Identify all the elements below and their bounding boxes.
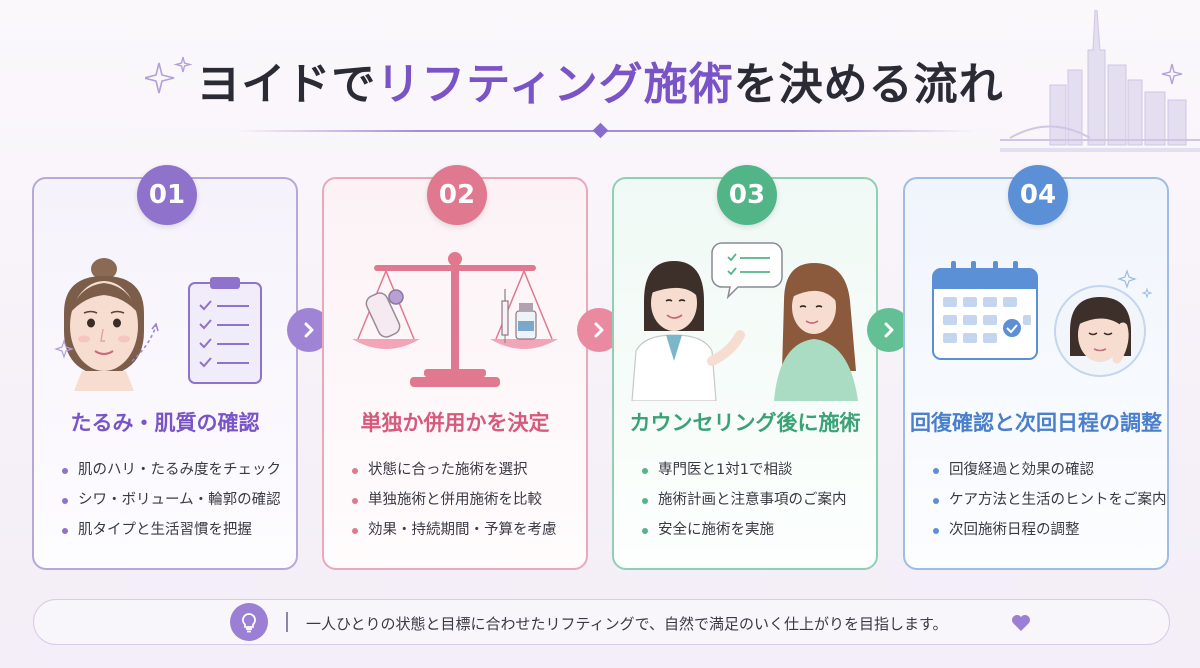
step-number-badge: 02 xyxy=(427,165,487,225)
list-item: 肌タイプと生活習慣を把握 xyxy=(60,515,281,545)
title-part-2: を決める流れ xyxy=(733,59,1004,110)
lightbulb-icon xyxy=(230,603,268,641)
list-item: 単独施術と併用施術を比較 xyxy=(350,485,557,515)
footer-divider xyxy=(286,612,288,632)
list-item: 施術計画と注意事項のご案内 xyxy=(640,485,847,515)
step-bullet-list: 専門医と1対1で相談 施術計画と注意事項のご案内 安全に施術を実施 xyxy=(640,455,847,545)
step-card-4: 04 回復確認と次回日程の調整 回復経過と効果の xyxy=(903,165,1169,570)
step-card-1: 01 たるみ・肌質の確認 肌のハリ・たるみ度をチェック シワ・ボリューム・輪郭の… xyxy=(32,165,298,570)
list-item: 次回施術日程の調整 xyxy=(931,515,1167,545)
list-item: 状態に合った施術を選択 xyxy=(350,455,557,485)
step-bullet-list: 肌のハリ・たるみ度をチェック シワ・ボリューム・輪郭の確認 肌タイプと生活習慣を… xyxy=(60,455,281,545)
list-item: 専門医と1対1で相談 xyxy=(640,455,847,485)
step-number-badge: 04 xyxy=(1008,165,1068,225)
list-item: ケア方法と生活のヒントをご案内 xyxy=(931,485,1167,515)
sparkle-icon xyxy=(1161,63,1183,85)
title-accent: リフティング施術 xyxy=(376,59,734,110)
title-diamond-icon xyxy=(592,122,609,139)
sparkle-icon xyxy=(145,56,193,94)
list-item: 回復経過と効果の確認 xyxy=(931,455,1167,485)
balance-scale-illustration-icon xyxy=(352,252,558,387)
list-item: 肌のハリ・たるみ度をチェック xyxy=(60,455,281,485)
step-bullet-list: 状態に合った施術を選択 単独施術と併用施術を比較 効果・持続期間・予算を考慮 xyxy=(350,455,557,545)
footer-message: 一人ひとりの状態と目標に合わせたリフティングで、自然で満足のいく仕上がりを目指し… xyxy=(306,615,948,633)
step-number-badge: 01 xyxy=(137,165,197,225)
step-card-3: 03 カウンセリング後に施術 専門医と1対1で相談 施術計画と注意事項のご案内 … xyxy=(612,165,878,570)
list-item: 効果・持続期間・予算を考慮 xyxy=(350,515,557,545)
step-title: 回復確認と次回日程の調整 xyxy=(910,411,1162,435)
footer-note: 一人ひとりの状態と目標に合わせたリフティングで、自然で満足のいく仕上がりを目指し… xyxy=(33,599,1170,645)
city-skyline-icon xyxy=(1000,10,1200,152)
face-check-illustration-icon xyxy=(54,258,262,391)
heart-icon xyxy=(1012,615,1030,631)
step-bullet-list: 回復経過と効果の確認 ケア方法と生活のヒントをご案内 次回施術日程の調整 xyxy=(931,455,1167,545)
page-title: ヨイドでリフティング施術を決める流れ xyxy=(0,48,1200,112)
step-title: たるみ・肌質の確認 xyxy=(70,411,260,435)
step-number-badge: 03 xyxy=(717,165,777,225)
calendar-recovery-illustration-icon xyxy=(932,261,1153,377)
step-card-2: 02 単独か併用かを決定 状態に合った施術を選択 単独施術と併用施術を比較 効果… xyxy=(322,165,588,570)
step-title: カウンセリング後に施術 xyxy=(629,411,861,435)
list-item: シワ・ボリューム・輪郭の確認 xyxy=(60,485,281,515)
counseling-illustration-icon xyxy=(631,242,858,401)
list-item: 安全に施術を実施 xyxy=(640,515,847,545)
step-title: 単独か併用かを決定 xyxy=(360,411,550,435)
title-part-1: ヨイドで xyxy=(196,59,377,110)
